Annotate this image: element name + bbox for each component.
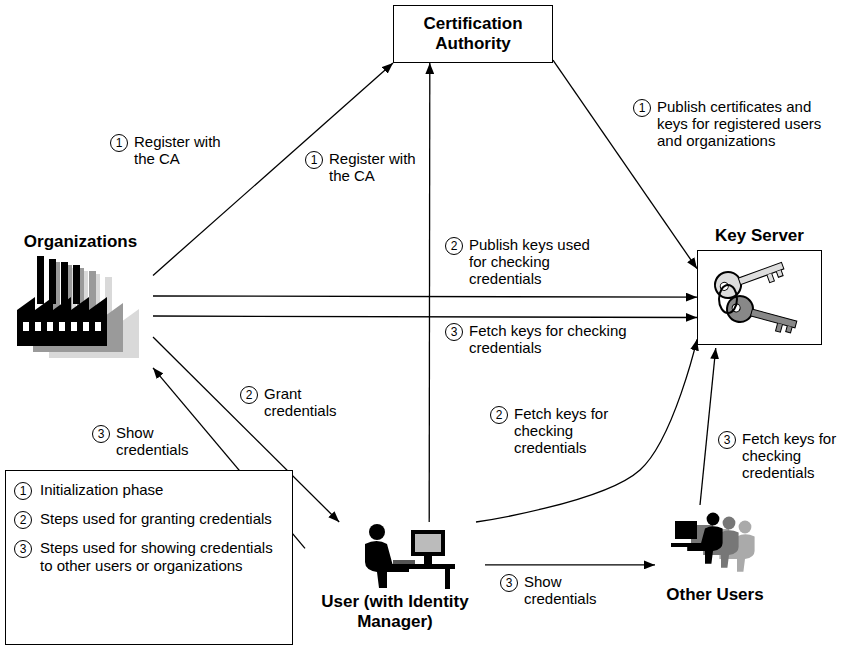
node-label: Organizations <box>8 232 153 252</box>
edge-label: Register with the CA <box>132 133 236 167</box>
authority-box: Certification Authority <box>393 5 553 63</box>
key-server-box <box>697 250 822 345</box>
callout-number: 1 <box>305 151 323 169</box>
connector-arrow <box>553 60 697 269</box>
factory-shape <box>17 256 107 346</box>
connector-arrow <box>153 296 697 297</box>
factory-shape <box>33 262 123 352</box>
callout-number: 3 <box>500 574 518 592</box>
legend-text: Initialization phase <box>40 481 163 499</box>
callout-number: 1 <box>633 99 651 117</box>
node-label: Key Server <box>697 226 822 246</box>
connector-arrow <box>153 316 697 318</box>
callout-number: 3 <box>92 425 110 443</box>
edge-label: Show credentials <box>522 573 606 607</box>
edge-label: Fetch keys for checking credentials <box>740 430 842 481</box>
callout-number: 1 <box>110 134 128 152</box>
legend-box: 1 Initialization phase 2 Steps used for gra… <box>5 470 293 645</box>
user-node: User (with Identity Manager) <box>305 522 485 632</box>
user-computer-icon <box>305 522 485 590</box>
callout-number: 3 <box>445 323 463 341</box>
callout-number: 3 <box>718 431 736 449</box>
factory-shape <box>49 268 139 358</box>
edge-label: Publish certificates and keys for regist… <box>655 98 839 149</box>
other-users-node: Other Users <box>655 505 775 615</box>
callout-number: 2 <box>240 386 258 404</box>
node-label: Certification Authority <box>402 14 544 54</box>
organization-node: Organizations <box>8 232 153 372</box>
connector-arrow <box>700 348 716 505</box>
edge-label: Fetch keys for checking credentials <box>467 322 641 356</box>
connector-arrow <box>476 339 697 522</box>
edge-label: Fetch keys for checking credentials <box>512 405 616 456</box>
legend-text: Steps used for showing credentials to ot… <box>40 539 284 575</box>
callout-number: 2 <box>445 237 463 255</box>
key-server-node: Key Server <box>697 226 822 348</box>
other-users-icon <box>655 505 775 583</box>
callout-number: 2 <box>14 511 32 529</box>
legend-row: 3 Steps used for showing credentials to o… <box>14 539 284 575</box>
factory-icon <box>13 254 148 362</box>
connector-arrow <box>153 63 393 275</box>
edge-label: Show credentials <box>114 424 198 458</box>
callout-number: 3 <box>14 540 32 558</box>
callout-number: 1 <box>14 482 32 500</box>
edge-label: Publish keys used for checking credentia… <box>467 236 606 287</box>
edge-label: Register with the CA <box>327 150 429 184</box>
legend-row: 1 Initialization phase <box>14 481 284 500</box>
node-label: User (with Identity Manager) <box>305 592 485 632</box>
legend-text: Steps used for granting credentials <box>40 510 272 528</box>
connector-arrow <box>429 63 431 522</box>
edge-label: Grant credentials <box>262 385 346 419</box>
keys-icon <box>698 251 821 344</box>
connector-arrow <box>485 564 655 565</box>
legend-row: 2 Steps used for granting credentials <box>14 510 284 529</box>
node-label: Other Users <box>655 585 775 605</box>
callout-number: 2 <box>490 406 508 424</box>
